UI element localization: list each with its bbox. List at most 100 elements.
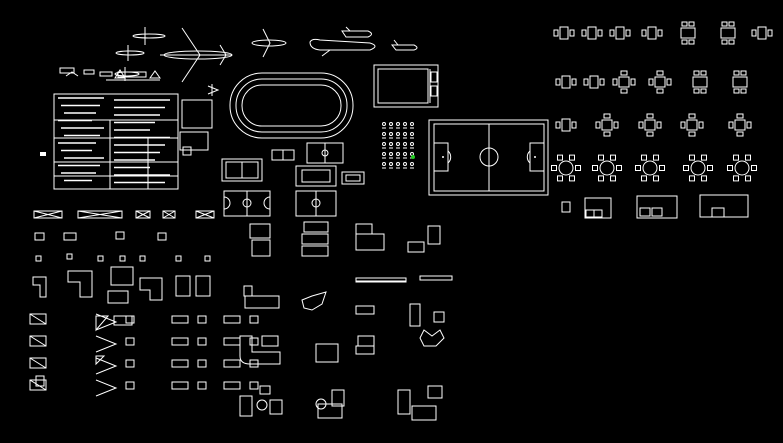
window-symbol — [77, 210, 123, 219]
chair — [557, 175, 563, 182]
sofa — [584, 197, 612, 219]
furniture-blocks — [239, 221, 453, 421]
chair — [751, 165, 757, 171]
fixture-symbol — [171, 337, 189, 346]
chair — [656, 88, 664, 94]
scattered-small-details — [40, 99, 213, 156]
sofa — [561, 201, 571, 213]
furniture-block — [301, 233, 329, 245]
chair — [688, 113, 696, 119]
round-table — [642, 160, 658, 176]
coffee-table — [256, 399, 268, 411]
chair — [680, 121, 686, 129]
chair — [597, 29, 603, 37]
basketball-courts — [221, 142, 365, 217]
chair — [620, 70, 628, 76]
chair — [656, 70, 664, 76]
person-symbol — [382, 122, 386, 126]
chair — [745, 154, 751, 161]
dining-table — [644, 119, 656, 131]
dining-table — [654, 76, 666, 88]
dining-table — [561, 75, 571, 89]
chair — [571, 121, 577, 129]
door-symbol — [115, 231, 125, 240]
person-symbol — [403, 162, 407, 166]
small-symbol — [66, 253, 73, 260]
chair — [688, 131, 696, 137]
running-track — [229, 72, 354, 139]
chair — [595, 121, 601, 129]
chair — [603, 131, 611, 137]
dining-table — [561, 118, 571, 132]
window-door-symbols — [29, 210, 259, 397]
sofa-cushion — [585, 209, 595, 218]
fixture-symbol — [171, 359, 189, 368]
furniture-block — [409, 303, 421, 327]
furniture-block — [355, 305, 375, 315]
fixture-symbol — [95, 315, 110, 332]
fixture-symbol — [29, 313, 47, 325]
chair — [610, 175, 616, 182]
window-symbol — [195, 210, 215, 219]
window-symbol — [195, 210, 215, 219]
fixture-symbol — [197, 381, 207, 390]
sofa-cushion — [593, 209, 603, 218]
person-symbol — [410, 132, 414, 136]
chair — [583, 78, 589, 86]
sofa-cushion — [651, 207, 663, 217]
chair — [733, 175, 739, 182]
fixture-symbol — [29, 379, 47, 391]
round-table — [734, 160, 750, 176]
furniture-block — [269, 399, 283, 415]
chair — [610, 154, 616, 161]
chair — [701, 175, 707, 182]
chair — [641, 154, 647, 161]
chair — [635, 165, 641, 171]
dining-table — [601, 119, 613, 131]
chair — [569, 29, 575, 37]
dining-table — [618, 76, 630, 88]
cabinet-block — [195, 275, 211, 297]
chair — [575, 165, 581, 171]
person-symbol — [382, 132, 386, 136]
fixture-symbol — [125, 315, 135, 324]
chair — [733, 88, 740, 94]
fixture-symbol — [249, 315, 259, 324]
chair — [728, 21, 735, 27]
person-symbol — [389, 122, 393, 126]
furniture-block — [433, 311, 445, 323]
dining-table — [720, 27, 736, 39]
furniture-block — [303, 221, 329, 233]
chair — [727, 165, 733, 171]
chair — [630, 78, 636, 86]
person-symbol — [410, 142, 414, 146]
chair — [599, 78, 605, 86]
chair — [638, 121, 644, 129]
person-symbol — [410, 122, 414, 126]
person-symbol — [396, 122, 400, 126]
chair — [653, 175, 659, 182]
furniture-block — [355, 223, 373, 235]
chair — [616, 165, 622, 171]
chair — [641, 29, 647, 37]
person-symbol — [382, 152, 386, 156]
airplane-top-view-2 — [251, 28, 287, 58]
chair — [659, 165, 665, 171]
dining-table — [615, 26, 625, 40]
round-table — [690, 160, 706, 176]
fixture-symbol — [125, 337, 135, 346]
chair — [646, 131, 654, 137]
chair — [733, 154, 739, 161]
chair — [646, 113, 654, 119]
counter-block — [419, 275, 453, 281]
airplane-side-view-2 — [341, 26, 372, 38]
chair — [613, 121, 619, 129]
furniture-block — [249, 223, 271, 239]
chair — [681, 21, 688, 27]
furniture-block — [243, 285, 253, 297]
chair — [656, 121, 662, 129]
bathtub-symbol — [113, 315, 133, 326]
person-symbol — [403, 132, 407, 136]
